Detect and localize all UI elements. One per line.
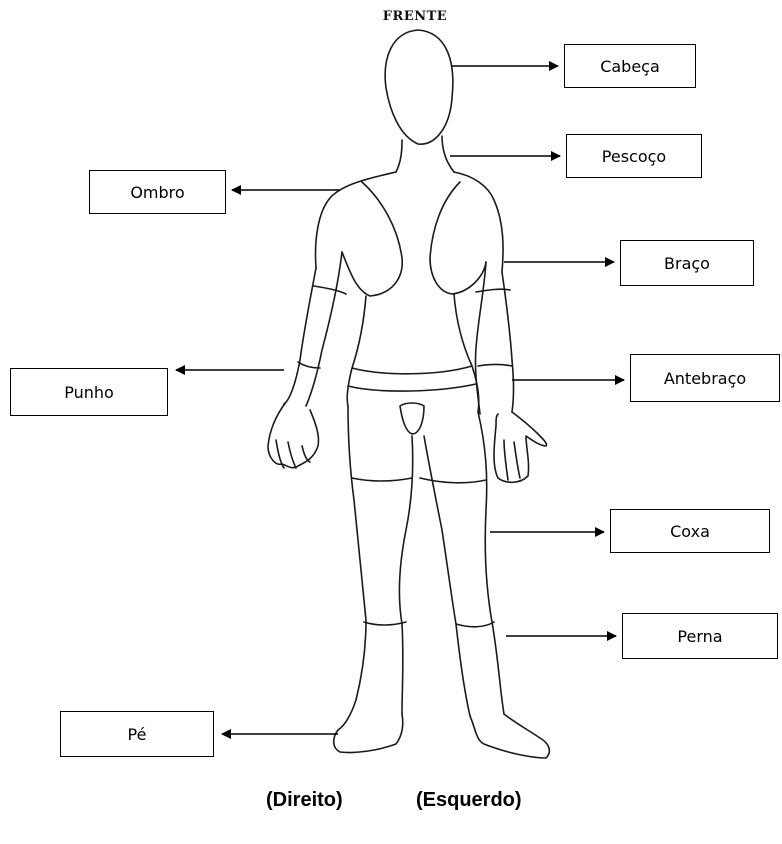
- view-title: FRENTE: [370, 9, 460, 24]
- label-antebraco: Antebraço: [630, 354, 780, 402]
- label-braco: Braço: [620, 240, 754, 286]
- left-hand-outline: [494, 412, 547, 482]
- right-hand-outline: [268, 402, 319, 468]
- right-foot-outline: [334, 714, 403, 753]
- right-side-label: (Direito): [266, 789, 343, 812]
- label-coxa: Coxa: [610, 509, 770, 553]
- left-side-label: (Esquerdo): [416, 789, 522, 812]
- left-foot-outline: [470, 714, 549, 758]
- label-ombro: Ombro: [89, 170, 226, 214]
- label-cabeca: Cabeça: [564, 44, 696, 88]
- groin-outline: [400, 403, 424, 434]
- right-leg-outline: [338, 406, 413, 730]
- head-outline: [385, 30, 453, 144]
- label-perna: Perna: [622, 613, 778, 659]
- left-arm-outline: [475, 262, 513, 414]
- label-pe: Pé: [60, 711, 214, 757]
- torso-outline: [316, 172, 504, 296]
- right-arm-outline: [284, 252, 346, 406]
- neck-outline: [396, 136, 454, 172]
- left-leg-outline: [420, 412, 504, 716]
- label-pescoco: Pescoço: [566, 134, 702, 178]
- waist-outline: [347, 294, 479, 412]
- label-punho: Punho: [10, 368, 168, 416]
